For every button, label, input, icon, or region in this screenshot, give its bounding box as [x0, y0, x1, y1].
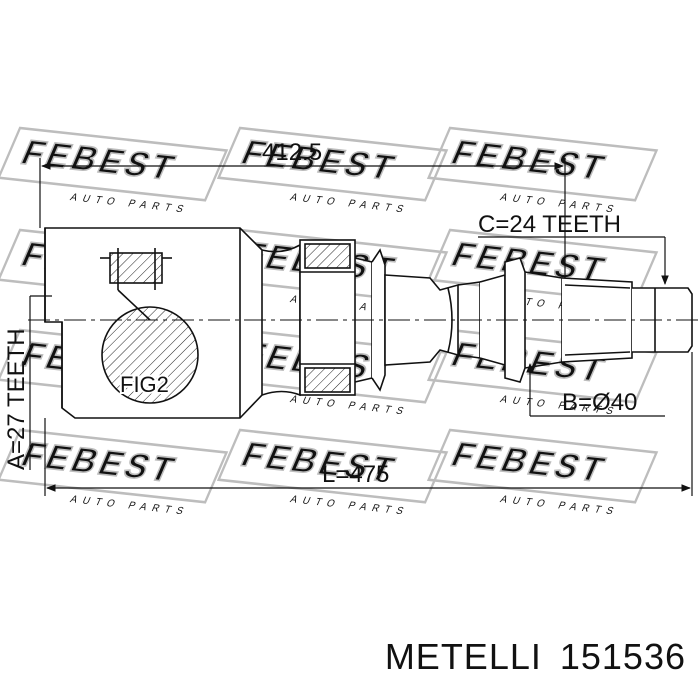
total-length-label: L=475 [322, 461, 389, 488]
fig2-label: FIG2 [120, 372, 169, 397]
brand-name: METELLI [384, 636, 542, 677]
part-number: 151536 [559, 636, 686, 677]
diameter-label: B=Ø40 [562, 389, 637, 416]
fig2-detail-circle [101, 306, 199, 404]
product-caption: METELLI 151536 [0, 636, 700, 686]
shaft-assembly [28, 227, 698, 419]
watermark-brand: FEBEST [16, 435, 184, 489]
watermark-brand: FEBEST [446, 435, 614, 489]
outer-spline-label: C=24 TEETH [478, 211, 621, 238]
watermark-brand: FEBEST [16, 133, 184, 187]
dimension-lines [29, 158, 693, 496]
top-length-label: 412.5 [262, 139, 322, 166]
watermark-brand: FEBEST [446, 133, 614, 187]
inner-spline-label: A=27 TEETH [3, 328, 30, 470]
